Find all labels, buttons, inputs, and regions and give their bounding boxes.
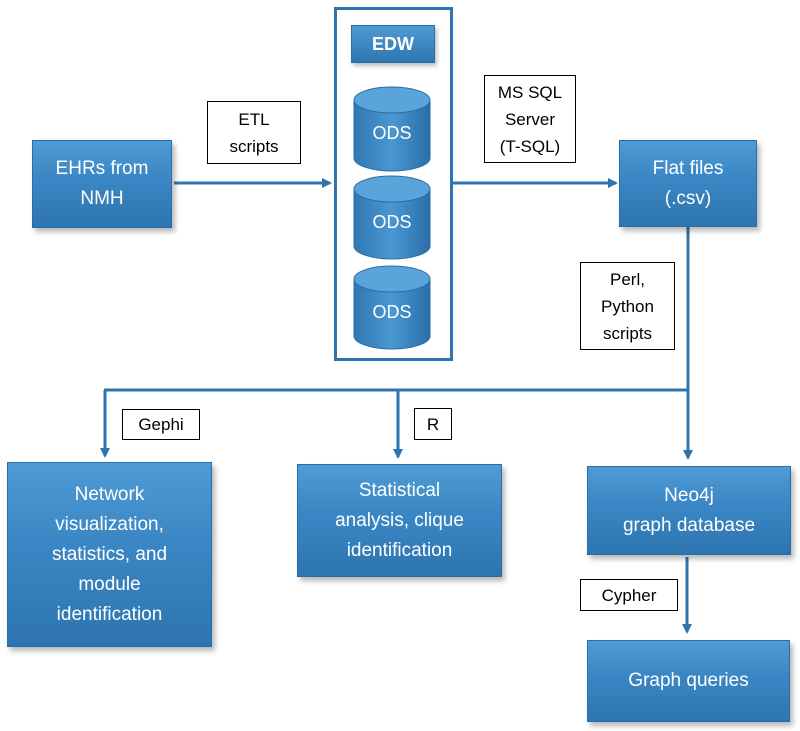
ods-label-3: ODS	[372, 302, 412, 322]
mssql-label: MS SQL Server (T-SQL)	[484, 75, 576, 163]
ods-label-2: ODS	[372, 212, 412, 232]
graph-queries-node: Graph queries	[587, 640, 790, 722]
statistical-analysis-node: Statistical analysis, clique identificat…	[297, 464, 502, 577]
cypher-label: Cypher	[580, 579, 678, 611]
edw-title: EDW	[351, 25, 435, 63]
r-label: R	[414, 408, 452, 440]
gephi-label: Gephi	[122, 409, 200, 440]
network-visualization-node: Network visualization, statistics, and m…	[7, 462, 212, 647]
etl-scripts-label: ETL scripts	[207, 101, 301, 164]
ods-label-1: ODS	[372, 123, 412, 143]
perl-python-label: Perl, Python scripts	[580, 262, 675, 350]
neo4j-node: Neo4j graph database	[587, 466, 791, 555]
ehrs-node: EHRs from NMH	[32, 140, 172, 228]
flat-files-node: Flat files (.csv)	[619, 140, 757, 227]
